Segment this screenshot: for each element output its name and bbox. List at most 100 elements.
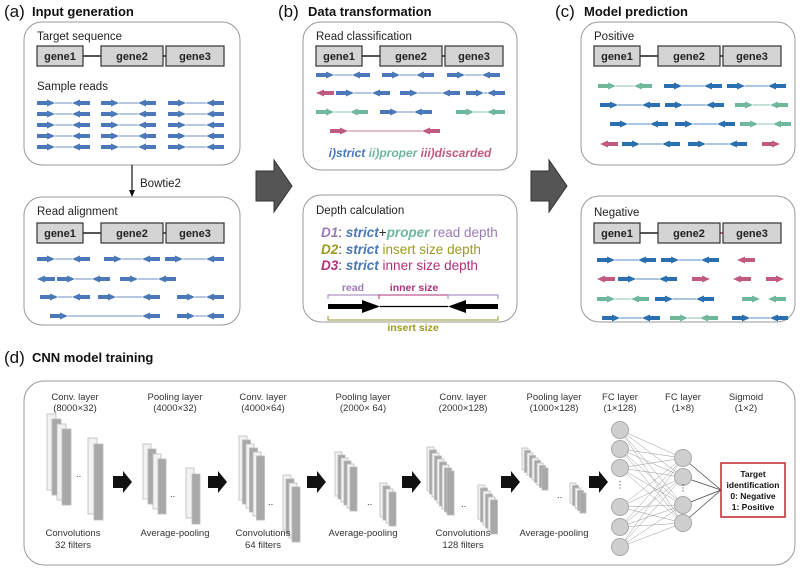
d1-sep: : [338,225,346,240]
read-forward [37,101,49,105]
read-forward-head [111,110,119,118]
read-pair [177,293,224,301]
read-forward-head [175,255,183,263]
gene-label: gene2 [395,51,427,63]
layer-op-detail: 64 filters [245,540,281,551]
connection [619,467,684,506]
read-pair [165,255,224,263]
gene-box [315,45,363,67]
read-reverse [656,122,668,126]
read-reverse-head [72,255,80,263]
output-line: identification [727,480,780,490]
read-alignment-label: Read alignment [37,206,118,218]
positive-label: Positive [594,31,634,43]
read-forward-head [111,143,119,151]
read-forward-head [50,293,58,301]
read-forward [762,142,774,146]
single-read [768,295,786,303]
feature-map [579,492,587,514]
read-forward [168,123,180,127]
read-reverse-head [768,295,776,303]
read-reverse-head [206,143,214,151]
neuron [611,440,629,458]
read-forward-head [390,108,398,116]
output-line: 0: Negative [730,491,776,501]
feature-map-stack [477,484,498,535]
gene-label: gene3 [179,228,211,240]
read-reverse [776,103,788,107]
read-reverse [493,110,505,114]
connection [619,448,684,506]
gene-box [379,45,443,67]
read-forward [456,110,468,114]
read-reverse [98,277,110,281]
read-reverse [640,84,652,88]
read-forward [735,103,747,107]
read-reverse [148,257,160,261]
read-forward-head [60,312,68,320]
read-forward-head [674,82,682,90]
read-reverse-head [206,121,214,129]
layer-dims: (8000×32) [53,403,97,414]
read-reverse-head [662,140,670,148]
read-reverse [668,142,680,146]
read-pair [101,143,156,151]
read-pair [316,108,368,116]
read-forward-head [607,295,615,303]
ellipsis: .. [268,497,273,508]
read-forward [597,297,609,301]
read-reverse-head [770,314,778,322]
read-pair [40,293,90,301]
read-class-legend: i)strict ii)proper iii)discarded [329,146,492,160]
feature-map [157,458,167,515]
read-reverse [148,314,160,318]
read-pair [618,275,677,283]
read-reverse-head [206,293,214,301]
read-reverse [78,101,90,105]
read-pair [37,255,90,263]
neuron [611,459,629,477]
d3-definition: D3: strict inner size depth [321,258,478,273]
read-pair [168,143,224,151]
read-reverse-head [37,275,45,283]
read-reverse-head [72,132,80,140]
read-reverse-head [733,275,741,283]
read-pair-diagram [328,300,498,313]
gene-label: gene1 [601,51,633,63]
read-forward-head [47,143,55,151]
flow-arrow-icon [113,471,132,493]
read-forward-head [111,132,119,140]
read-reverse [356,110,368,114]
read-forward-head [698,140,706,148]
big-arrow-icon [530,158,568,214]
read-forward [168,145,180,149]
gene-label: gene2 [116,51,148,63]
read-reverse-head [701,256,709,264]
read-pair [101,110,156,118]
read-forward [622,142,634,146]
read-forward [602,316,614,320]
neuron [611,421,629,439]
d1-strict: strict [346,225,380,240]
read-forward [101,134,113,138]
read-forward-head [47,99,55,107]
bowtie2-arrowhead-icon [129,190,135,197]
read-pair [661,256,719,264]
layer-name: Conv. layer [239,392,286,403]
single-read [597,275,615,283]
read-reverse-head [206,110,214,118]
feature-map-stack [569,482,587,514]
read-reverse [78,257,90,261]
gene-label: gene2 [116,228,148,240]
ellipsis: .. [367,497,372,508]
read-forward-head [610,101,618,109]
depth-calculation-box [302,194,518,323]
read-reverse-head [72,143,80,151]
read-reverse-head [72,110,80,118]
read-pair [168,99,224,107]
read-pair [688,140,747,148]
read-forward [742,297,754,301]
reads [37,71,791,322]
feature-map-stack [521,447,549,491]
